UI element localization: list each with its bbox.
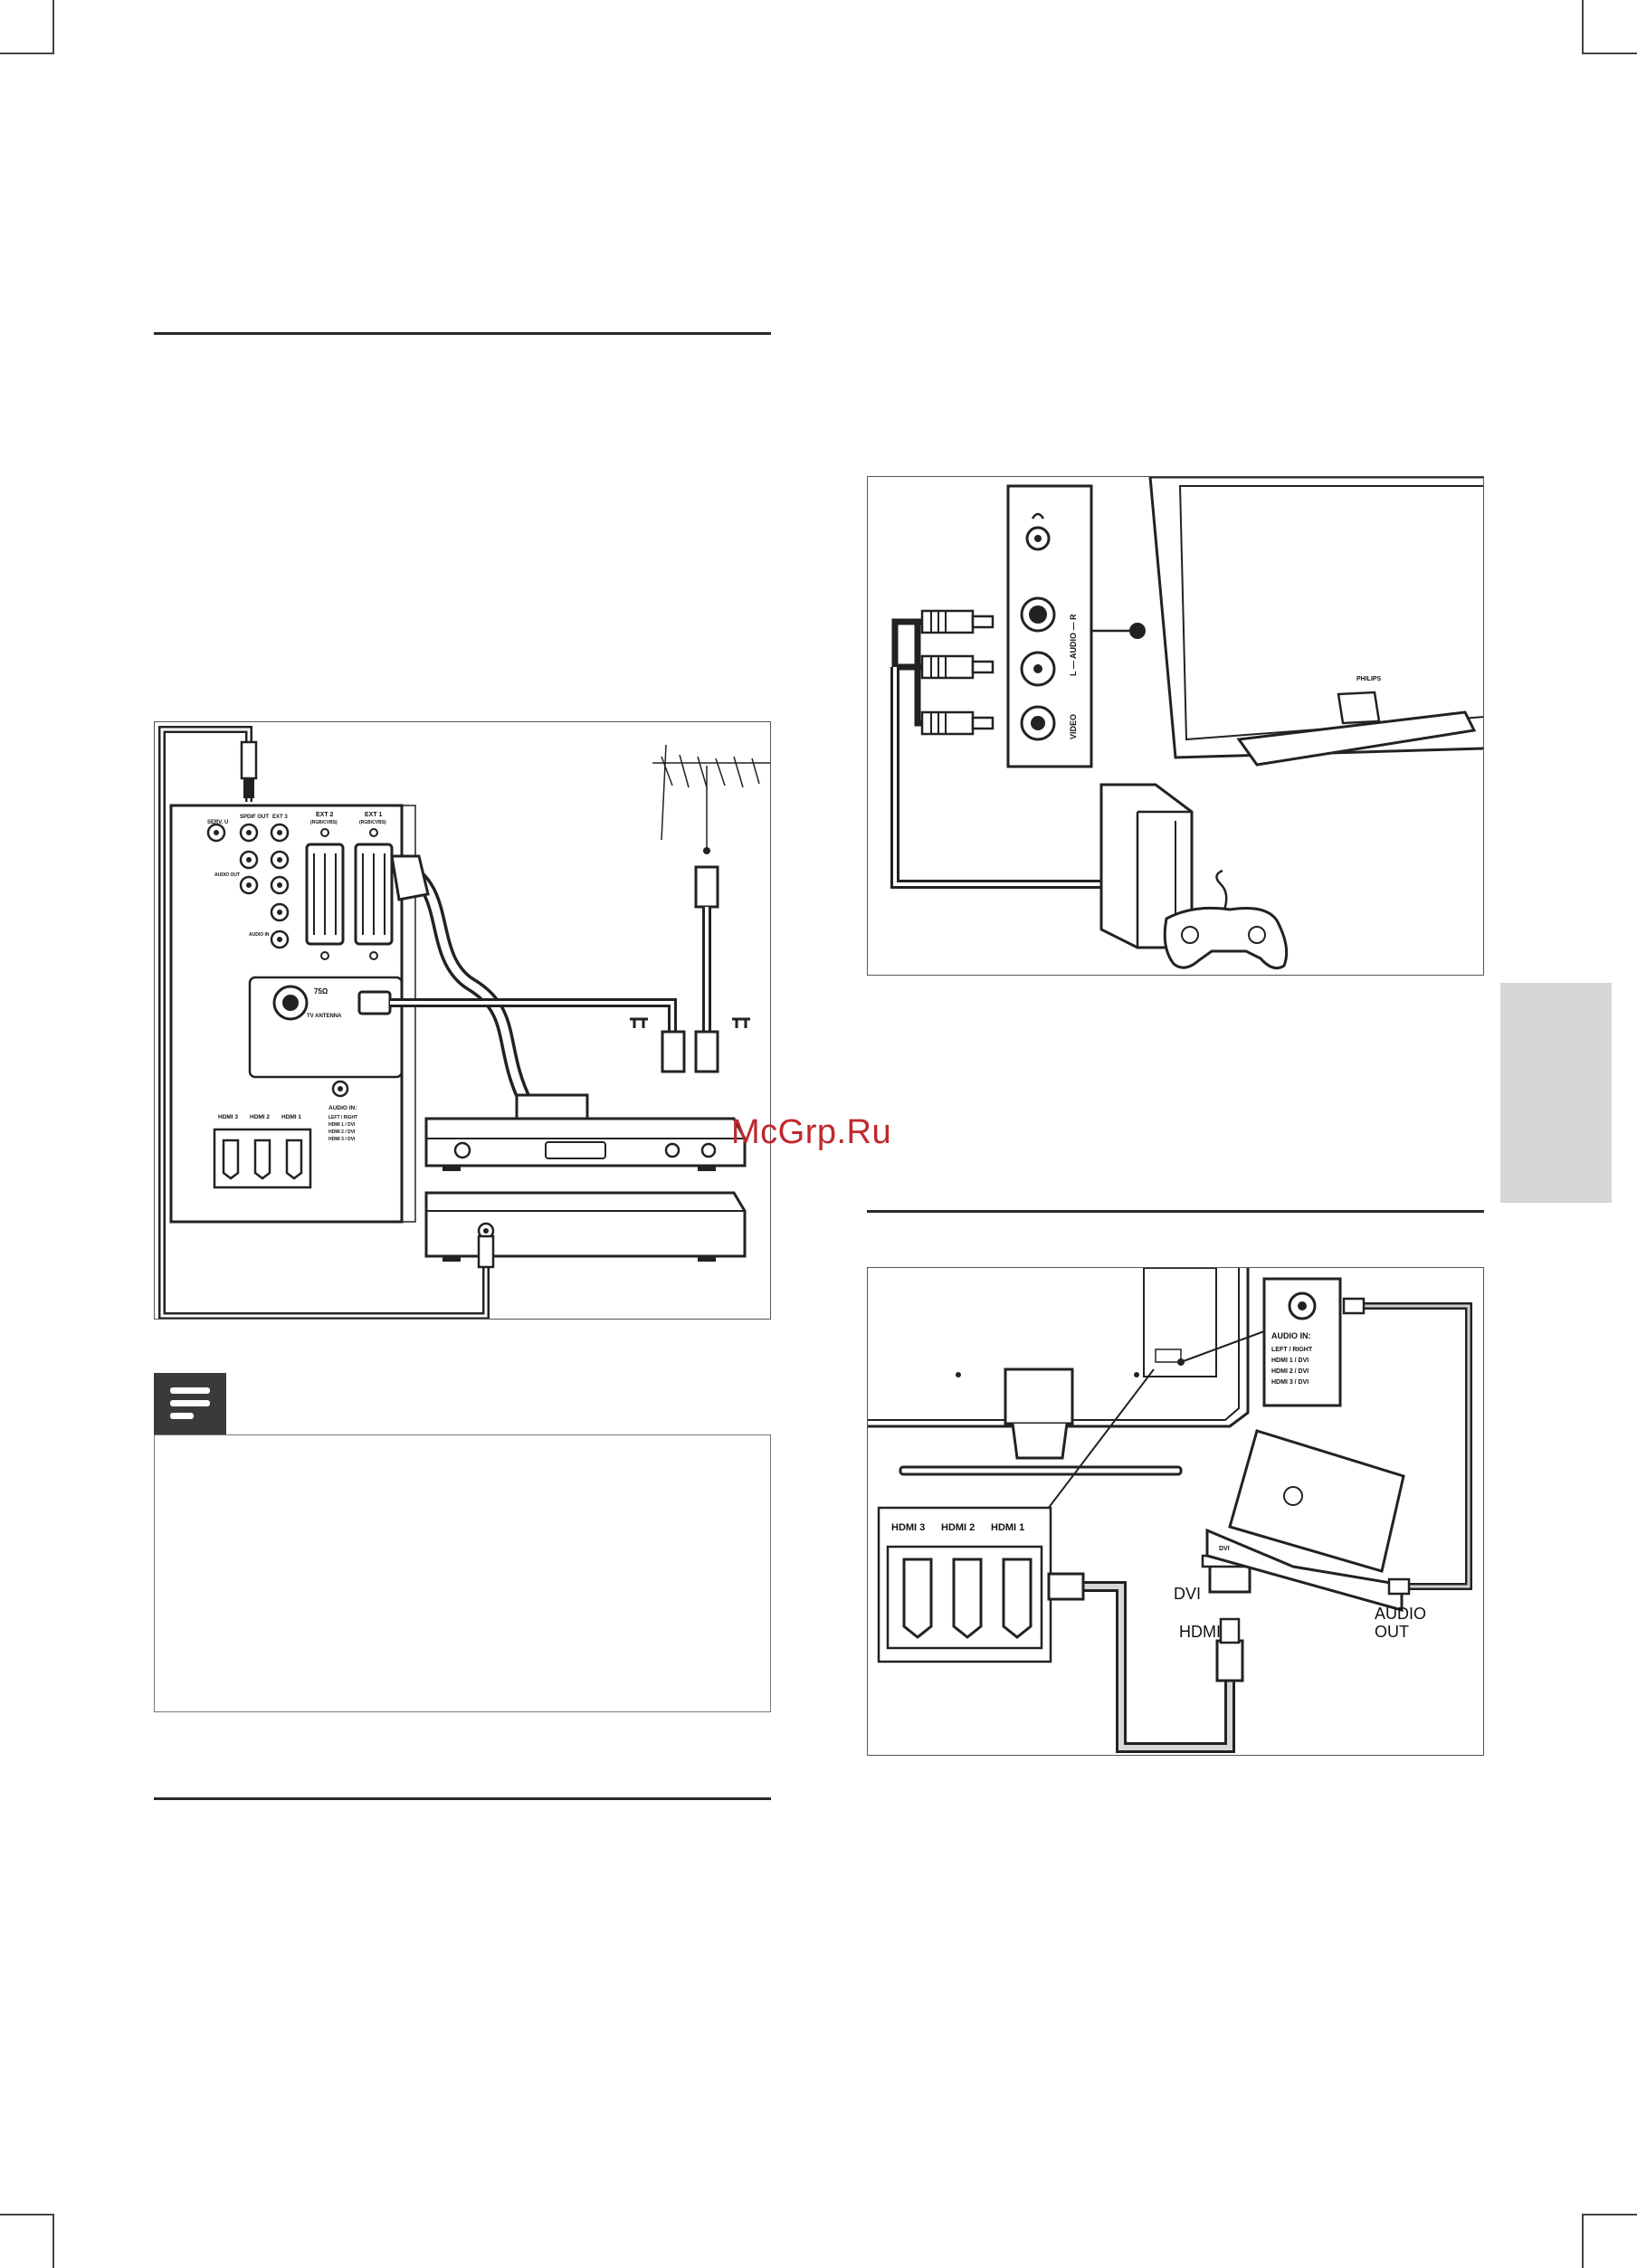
label-pc-audio-in-line-2: HDMI 1 / DVI — [1271, 1358, 1309, 1364]
label-audio-in: AUDIO IN: — [328, 1105, 357, 1111]
watermark: McGrp.Ru — [731, 1113, 892, 1151]
label-hdmi1: HDMI 1 — [281, 1114, 301, 1120]
label-audio-in-line-1: LEFT / RIGHT — [328, 1115, 357, 1120]
crop-mark-tr-h — [1584, 52, 1637, 54]
label-pc-hdmi2: HDMI 2 — [941, 1522, 975, 1533]
crop-mark-bl-v — [52, 2214, 54, 2268]
label-ext2-sub: (RGB/CVBS) — [310, 820, 338, 825]
label-dvi: DVI — [1174, 1585, 1201, 1603]
crop-mark-br-h — [1584, 2214, 1637, 2216]
crop-mark-tr-v — [1582, 0, 1584, 54]
label-ext3: EXT 3 — [272, 815, 288, 820]
crop-mark-bl-h — [0, 2214, 54, 2216]
chapter-side-tab — [1500, 983, 1612, 1203]
label-pc-audio-in: AUDIO IN: — [1271, 1331, 1311, 1340]
figure-game-console: L — AUDIO — R VIDEO PHILIPS — [867, 476, 1484, 976]
crop-mark-tl-v — [52, 0, 54, 54]
label-audio-in-small: AUDIO IN — [249, 932, 270, 938]
label-hdmi: HDMI — [1179, 1623, 1221, 1641]
label-tv-antenna: TV ANTENNA — [307, 1014, 342, 1019]
label-pc-audio-in-line-4: HDMI 3 / DVI — [1271, 1379, 1309, 1386]
note-icon-tab — [154, 1373, 226, 1434]
note-icon — [170, 1387, 210, 1419]
label-spdif: SPDIF OUT — [240, 815, 269, 820]
crop-mark-tl-h — [0, 52, 54, 54]
label-audio-in-line-3: HDMI 2 / DVI — [328, 1129, 356, 1135]
label-audio-out-1: AUDIO — [1375, 1605, 1426, 1623]
label-audio-in-line-4: HDMI 3 / DVI — [328, 1137, 356, 1142]
label-ext2: EXT 2 — [316, 812, 334, 818]
figure-scart-connection: SERV. U SPDIF OUT EXT 3 AUDIO OUT AUDIO … — [154, 721, 771, 1320]
section-rule-left-bottom — [154, 1797, 771, 1800]
label-audio-out-2: OUT — [1375, 1623, 1409, 1641]
label-dvi-small: DVI — [1219, 1546, 1230, 1552]
label-serv-u: SERV. U — [207, 820, 228, 825]
figure-pc-connection: AUDIO IN: LEFT / RIGHT HDMI 1 / DVI HDMI… — [867, 1267, 1484, 1756]
label-antenna-ohm: 75Ω — [314, 987, 328, 996]
scart-diagram: SERV. U SPDIF OUT EXT 3 AUDIO OUT AUDIO … — [158, 726, 770, 1319]
section-rule-left-top — [154, 332, 771, 335]
label-audio-out: AUDIO OUT — [214, 872, 240, 878]
label-pc-audio-in-line-1: LEFT / RIGHT — [1271, 1347, 1313, 1353]
crop-mark-br-v — [1582, 2214, 1584, 2268]
label-audio-in-line-2: HDMI 1 / DVI — [328, 1122, 356, 1128]
section-rule-right — [867, 1210, 1484, 1213]
label-audio: L — AUDIO — R — [1069, 614, 1078, 676]
label-video: VIDEO — [1069, 714, 1078, 739]
note-box — [154, 1434, 771, 1712]
label-pc-audio-in-line-3: HDMI 2 / DVI — [1271, 1368, 1309, 1375]
pc-diagram: AUDIO IN: LEFT / RIGHT HDMI 1 / DVI HDMI… — [868, 1268, 1472, 1753]
label-pc-hdmi3: HDMI 3 — [891, 1522, 925, 1533]
label-hdmi2: HDMI 2 — [250, 1114, 270, 1120]
label-ext1: EXT 1 — [365, 812, 383, 818]
label-ext1-sub: (RGB/CVBS) — [359, 820, 386, 825]
label-pc-hdmi1: HDMI 1 — [991, 1522, 1024, 1533]
label-hdmi3: HDMI 3 — [218, 1114, 238, 1120]
label-philips: PHILIPS — [1356, 676, 1382, 682]
game-diagram: L — AUDIO — R VIDEO PHILIPS — [890, 477, 1483, 970]
